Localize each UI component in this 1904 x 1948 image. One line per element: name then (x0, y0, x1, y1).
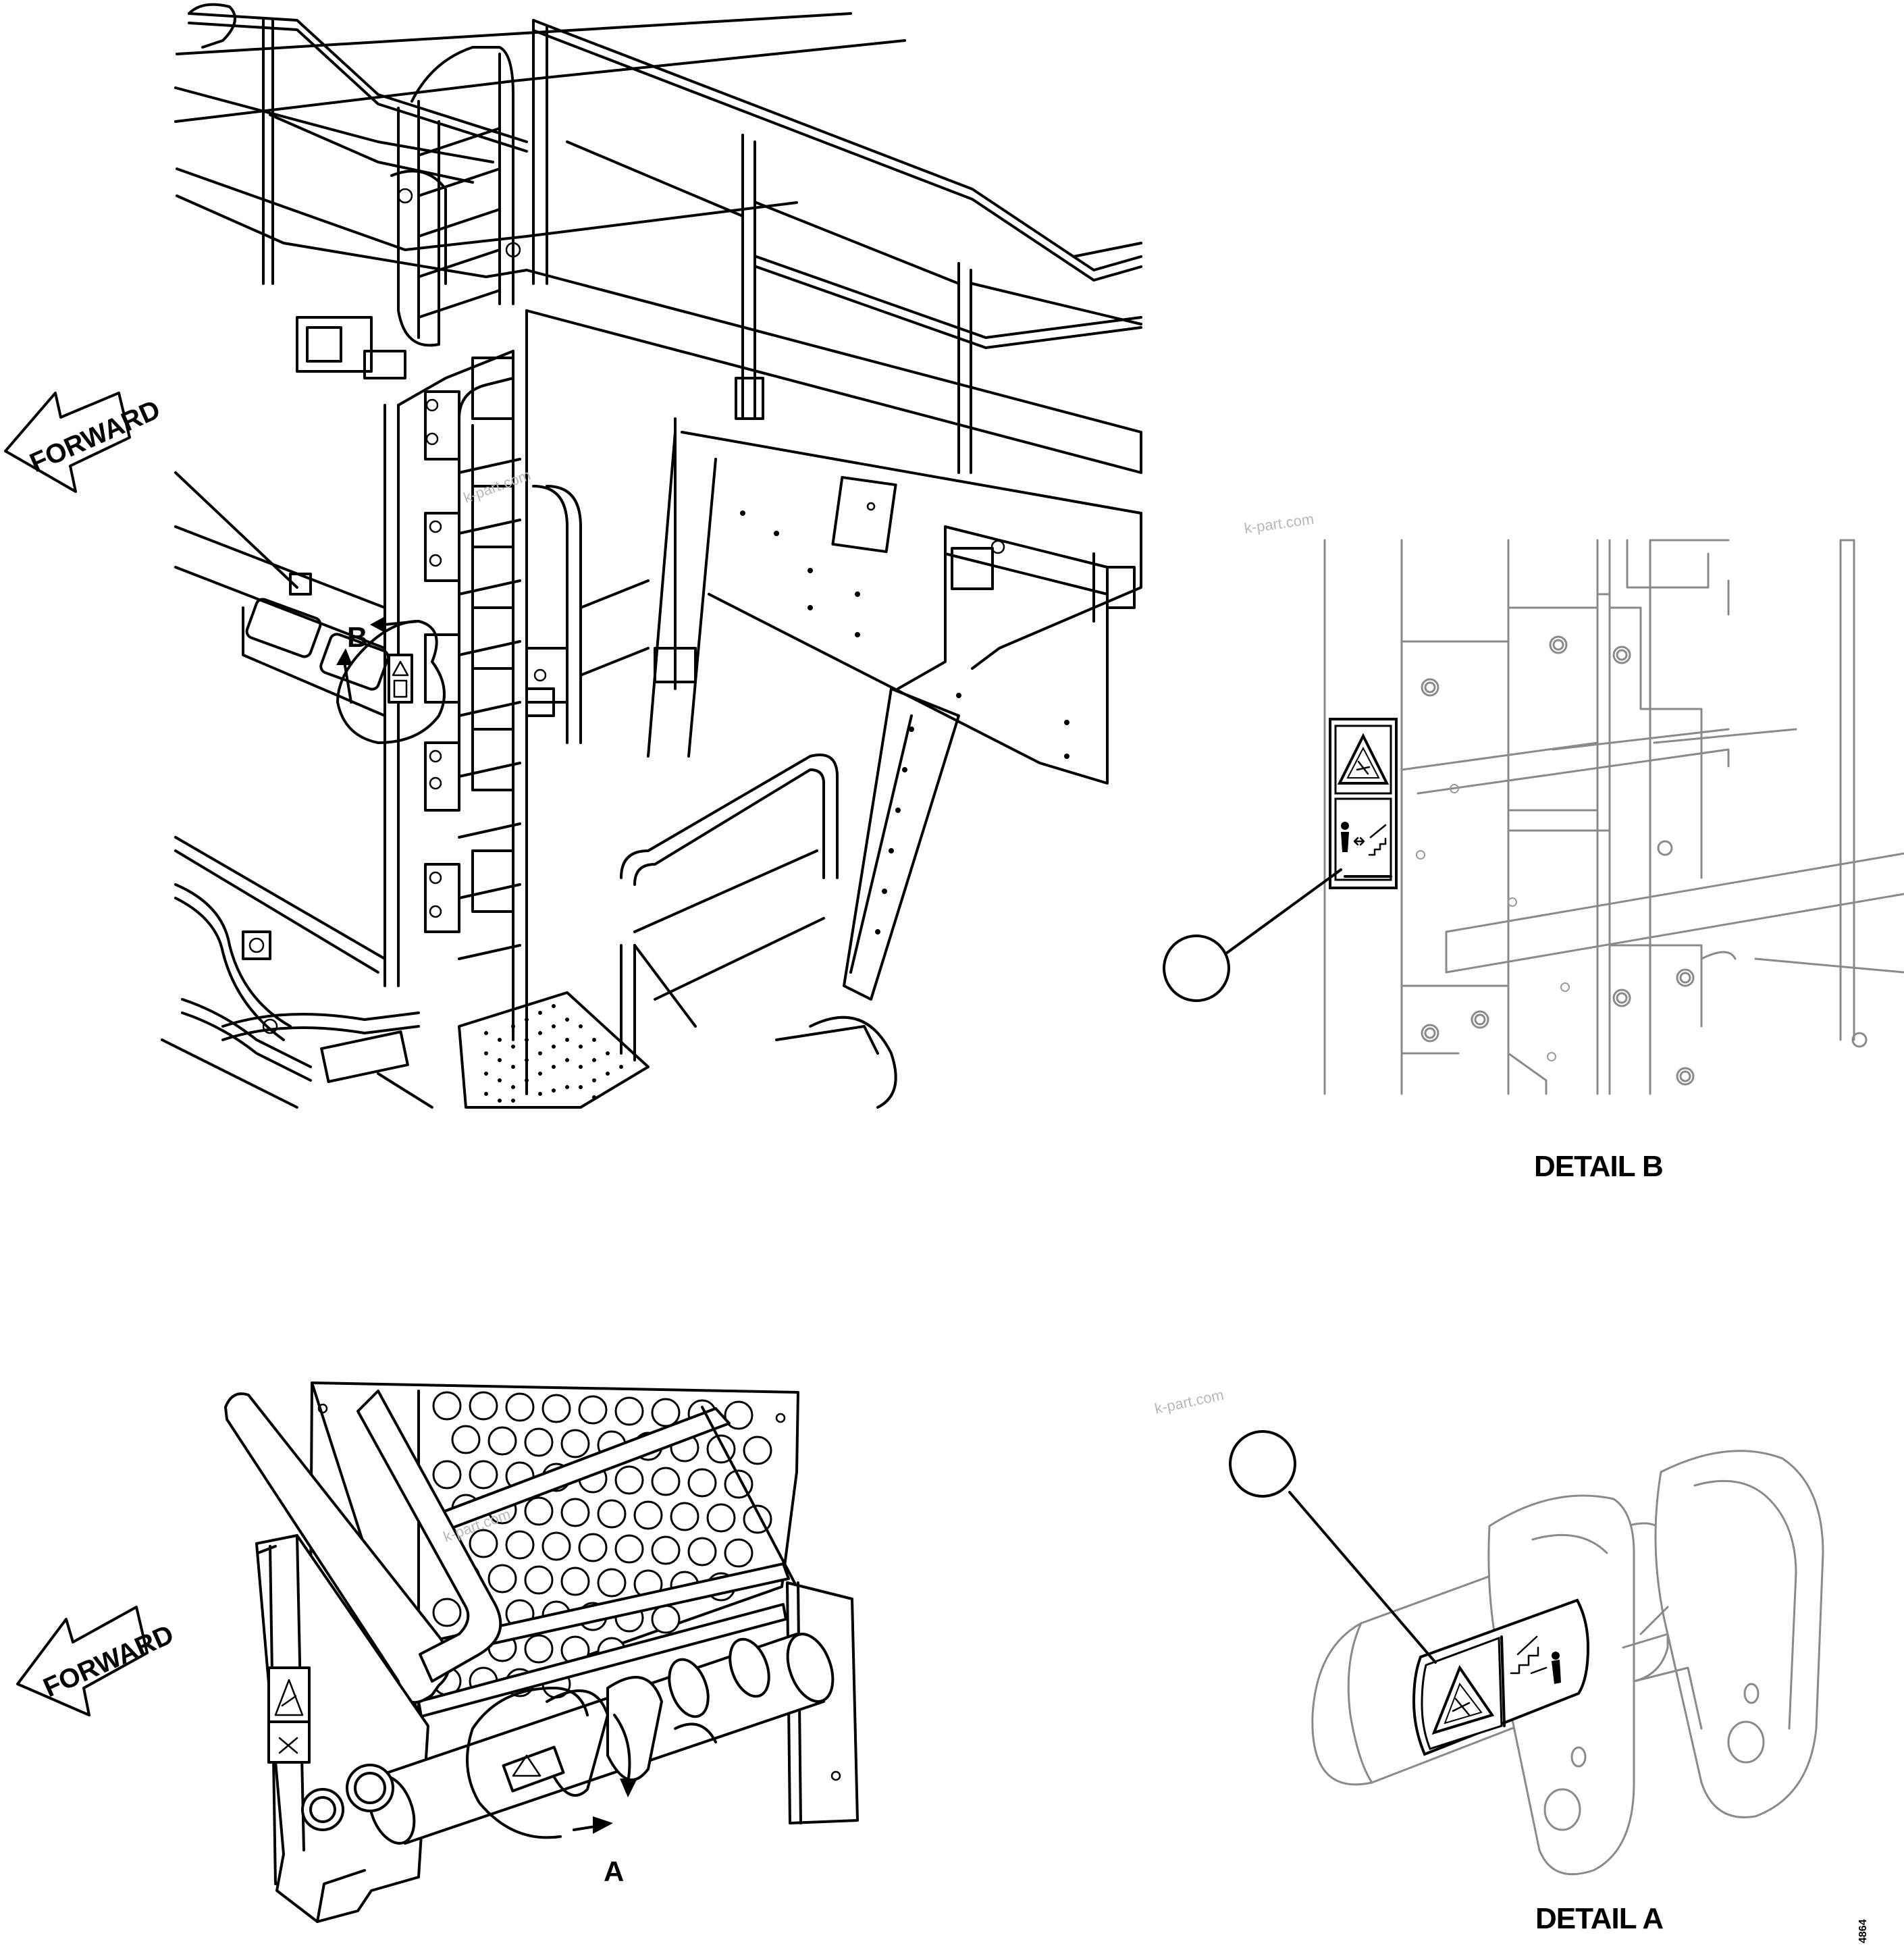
detail-b-callout: B (336, 616, 446, 744)
detail-a-callout-letter: A (604, 1855, 624, 1887)
detail-b-bolts (1416, 635, 1695, 1086)
detail-b-caption: DETAIL B (1534, 1150, 1663, 1183)
watermark-detail-a: k-part.com (1153, 1386, 1225, 1417)
support-post (647, 431, 960, 1001)
pivot-tube (301, 1633, 835, 1845)
keep-off-ladder-icon (1341, 822, 1387, 856)
top-left-view: FORWARD (4, 3, 1142, 1109)
step-plate (458, 991, 650, 1109)
upper-ladder (397, 46, 521, 347)
hydraulic-hoses (161, 836, 433, 1109)
detail-a-leader (1288, 1491, 1437, 1664)
detail-a-callout: A (466, 1687, 637, 1887)
warning-triangle-icon-a (1431, 1664, 1495, 1735)
detail-b-item-balloon (1163, 934, 1230, 1002)
forward-arrow-top: FORWARD (4, 392, 165, 493)
detail-a-caption: DETAIL A (1535, 1902, 1663, 1935)
step-plate-holes (484, 1004, 623, 1103)
bottom-left-view: FORWARD (16, 1381, 859, 1923)
detail-b-leader (1225, 868, 1342, 955)
detail-a-item-balloon (1229, 1430, 1296, 1498)
lower-step-rail (620, 754, 897, 1109)
detail-b-structure (1323, 539, 1904, 1095)
detail-a-view: k-part.com DETAIL A (1153, 1386, 1824, 1935)
keep-off-step-icon (1510, 1635, 1561, 1684)
forward-arrow-bottom: FORWARD (16, 1606, 178, 1716)
drawing-code: 4864 (1857, 1919, 1869, 1943)
detail-b-view: k-part.com DETAIL B (1163, 510, 1904, 1183)
top-railing (532, 19, 1142, 474)
plate-crossbars (417, 1406, 798, 1718)
watermark-detail-b: k-part.com (1243, 510, 1315, 537)
detail-a-decal (1412, 1598, 1590, 1756)
warning-triangle-icon (1337, 733, 1390, 785)
detail-b-decal (1329, 718, 1398, 889)
upper-platform (174, 12, 1142, 1095)
detail-b-callout-letter: B (347, 621, 367, 653)
main-ladder (384, 350, 582, 1041)
